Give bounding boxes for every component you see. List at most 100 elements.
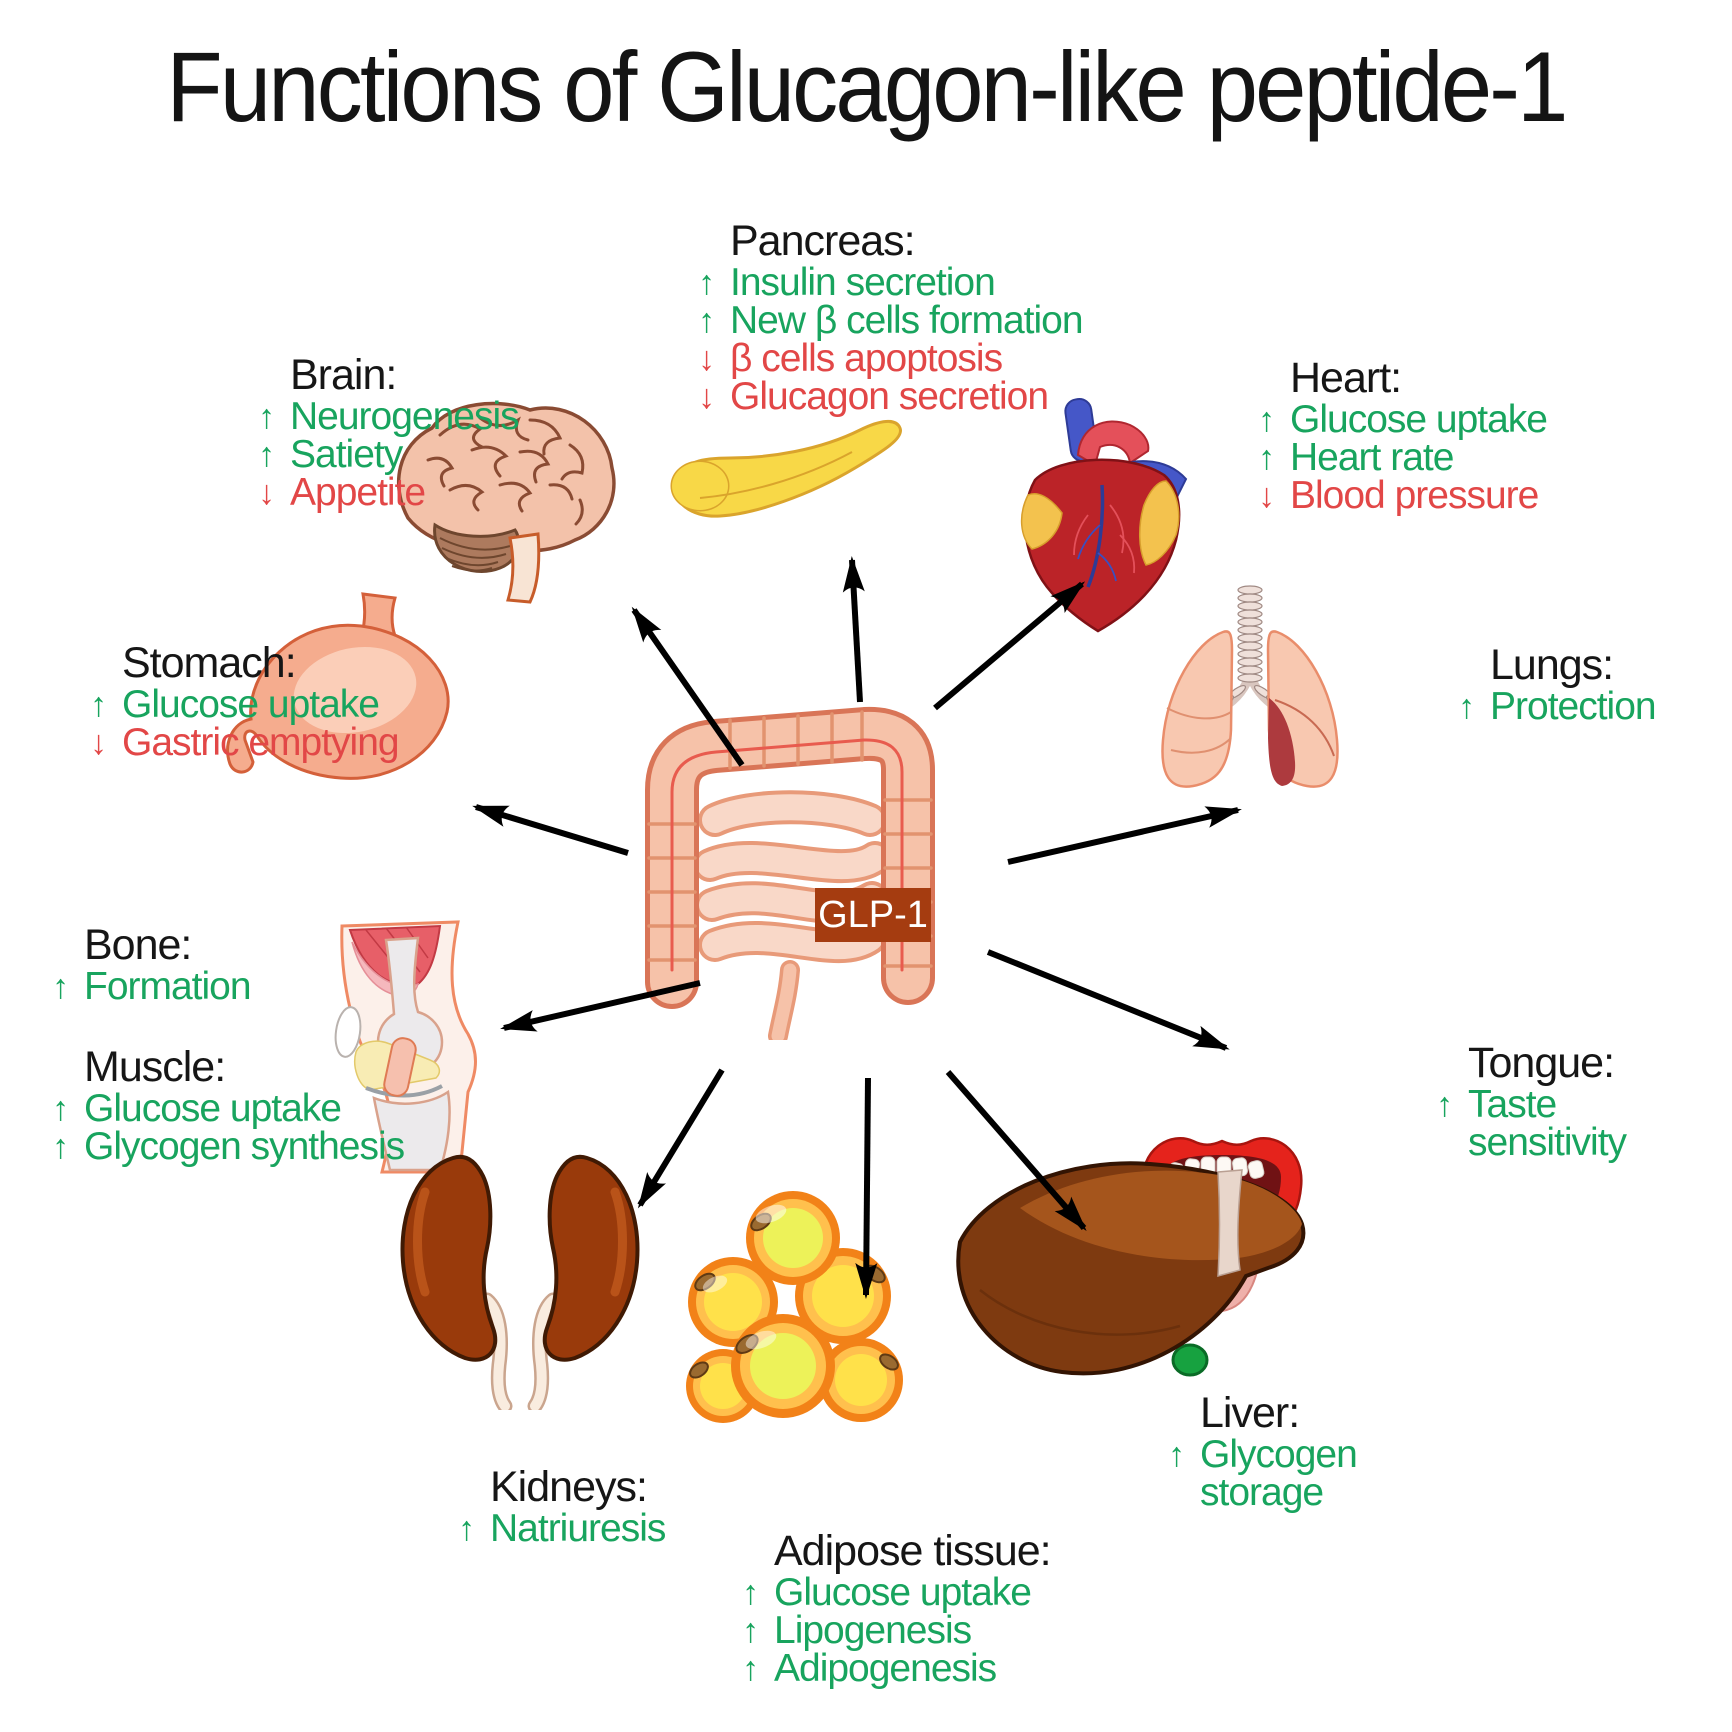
brain-item: ↑ Satiety [258, 433, 519, 476]
glp1-label: GLP-1 [815, 888, 931, 942]
pancreas-item: ↓ Glucagon secretion [698, 375, 1083, 418]
item-label: Glucose uptake [1290, 398, 1548, 441]
up-arrow-icon: ↑ [698, 302, 715, 340]
pancreas-icon [660, 400, 910, 530]
item-label: Formation [84, 965, 252, 1008]
glp1-effect-arrows [472, 556, 1242, 1299]
muscle-item: ↑ Glucose uptake [52, 1087, 404, 1130]
lungs-item: ↑ Protection [1458, 685, 1657, 728]
muscle-item: ↑ Glycogen synthesis [52, 1125, 405, 1168]
tongue-item: ↑ Taste sensitivity [1436, 1083, 1643, 1164]
adipose-item: ↑ Lipogenesis [742, 1609, 1051, 1652]
arrow-to-lungs [1007, 806, 1242, 865]
arrow-to-liver [945, 1070, 1087, 1232]
up-arrow-icon: ↑ [1258, 401, 1275, 439]
arrow-to-pancreas [842, 556, 865, 703]
pancreas-title: Pancreas: [730, 217, 916, 265]
item-label: Glucose uptake [84, 1087, 342, 1130]
up-arrow-icon: ↑ [698, 264, 715, 302]
adipose-title: Adipose tissue: [774, 1527, 1052, 1575]
item-label: Blood pressure [1290, 474, 1539, 517]
kidneys-block: Kidneys: ↑ Natriuresis [458, 1463, 666, 1550]
item-label: Appetite [290, 471, 426, 514]
adipose-item: ↑ Glucose uptake [742, 1571, 1051, 1614]
pancreas-item: ↑ Insulin secretion [698, 261, 1083, 304]
brain-icon [380, 390, 630, 610]
down-arrow-icon: ↓ [90, 724, 107, 762]
item-label: Lipogenesis [774, 1609, 972, 1652]
brain-item: ↑ Neurogenesis [258, 395, 520, 438]
heart-item: ↓ Blood pressure [1258, 474, 1547, 517]
item-label: Satiety [290, 433, 403, 476]
item-label: Glycogen synthesis [84, 1125, 405, 1168]
down-arrow-icon: ↓ [258, 474, 275, 512]
kidneys-title: Kidneys: [490, 1463, 648, 1511]
stomach-block: Stomach: ↑ Glucose uptake ↓ Gastric empt… [90, 639, 400, 764]
arrow-to-heart [933, 581, 1086, 711]
item-label: Insulin secretion [730, 261, 996, 304]
arrow-to-kidneys [637, 1068, 725, 1209]
bone-title: Bone: [84, 921, 192, 969]
item-label: Glycogen storage [1200, 1433, 1358, 1514]
item-label: Glucagon secretion [730, 375, 1049, 418]
item-label: Glucose uptake [122, 683, 380, 726]
liver-block: Liver: ↑ Glycogen storage [1168, 1390, 1375, 1512]
adipose-block: Adipose tissue: ↑ Glucose uptake ↑ Lipog… [742, 1527, 1052, 1690]
bone-block: Bone: ↑ Formation [52, 921, 252, 1008]
tongue-block: Tongue: ↑ Taste sensitivity [1436, 1040, 1643, 1162]
up-arrow-icon: ↑ [52, 968, 69, 1006]
item-label: Gastric emptying [122, 721, 400, 764]
lungs-block: Lungs: ↑ Protection [1458, 641, 1657, 728]
up-arrow-icon: ↑ [742, 1574, 759, 1612]
arrow-to-tongue [986, 949, 1230, 1051]
brain-block: Brain: ↑ Neurogenesis ↑ Satiety ↓ Appeti… [258, 351, 520, 514]
tongue-title: Tongue: [1468, 1039, 1615, 1087]
adipose-item: ↑ Adipogenesis [742, 1647, 1051, 1690]
bone-muscle-icon [290, 920, 510, 1175]
up-arrow-icon: ↑ [1436, 1086, 1453, 1124]
lungs-icon [1125, 580, 1375, 800]
item-label: Neurogenesis [290, 395, 520, 438]
item-label: Natriuresis [490, 1507, 666, 1550]
up-arrow-icon: ↑ [742, 1650, 759, 1688]
page-title: Functions of Glucagon-like peptide-1 [166, 31, 1568, 142]
item-label: Heart rate [1290, 436, 1454, 479]
brain-item: ↓ Appetite [258, 471, 519, 514]
down-arrow-icon: ↓ [698, 378, 715, 416]
down-arrow-icon: ↓ [1258, 477, 1275, 515]
arrow-to-stomach [472, 804, 629, 856]
pancreas-item: ↓ β cells apoptosis [698, 337, 1083, 380]
muscle-block: Muscle: ↑ Glucose uptake ↑ Glycogen synt… [52, 1043, 405, 1168]
up-arrow-icon: ↑ [1258, 439, 1275, 477]
heart-title: Heart: [1290, 354, 1402, 402]
lungs-title: Lungs: [1490, 641, 1614, 689]
bone-item: ↑ Formation [52, 965, 252, 1008]
item-label: β cells apoptosis [730, 337, 1003, 380]
down-arrow-icon: ↓ [698, 340, 715, 378]
arrow-to-muscle [500, 980, 701, 1032]
item-label: Glucose uptake [774, 1571, 1032, 1614]
item-label: Protection [1490, 685, 1657, 728]
item-label: Taste sensitivity [1468, 1083, 1627, 1164]
stomach-item: ↑ Glucose uptake [90, 683, 399, 726]
liver-title: Liver: [1200, 1389, 1300, 1437]
up-arrow-icon: ↑ [258, 436, 275, 474]
up-arrow-icon: ↑ [458, 1510, 475, 1548]
up-arrow-icon: ↑ [1458, 688, 1475, 726]
muscle-title: Muscle: [84, 1043, 226, 1091]
heart-item: ↑ Glucose uptake [1258, 398, 1548, 441]
arrow-to-adipose [855, 1077, 878, 1299]
item-label: Adipogenesis [774, 1647, 997, 1690]
stomach-title: Stomach: [122, 639, 297, 687]
kidneys-icon [395, 1150, 645, 1410]
stomach-icon [225, 590, 465, 795]
liver-icon [950, 1150, 1310, 1395]
pancreas-block: Pancreas: ↑ Insulin secretion ↑ New β ce… [698, 217, 1084, 418]
kidneys-item: ↑ Natriuresis [458, 1507, 666, 1550]
arrow-to-brain [631, 606, 745, 767]
heart-item: ↑ Heart rate [1258, 436, 1547, 479]
brain-title: Brain: [290, 351, 397, 399]
up-arrow-icon: ↑ [52, 1128, 69, 1166]
up-arrow-icon: ↑ [90, 686, 107, 724]
